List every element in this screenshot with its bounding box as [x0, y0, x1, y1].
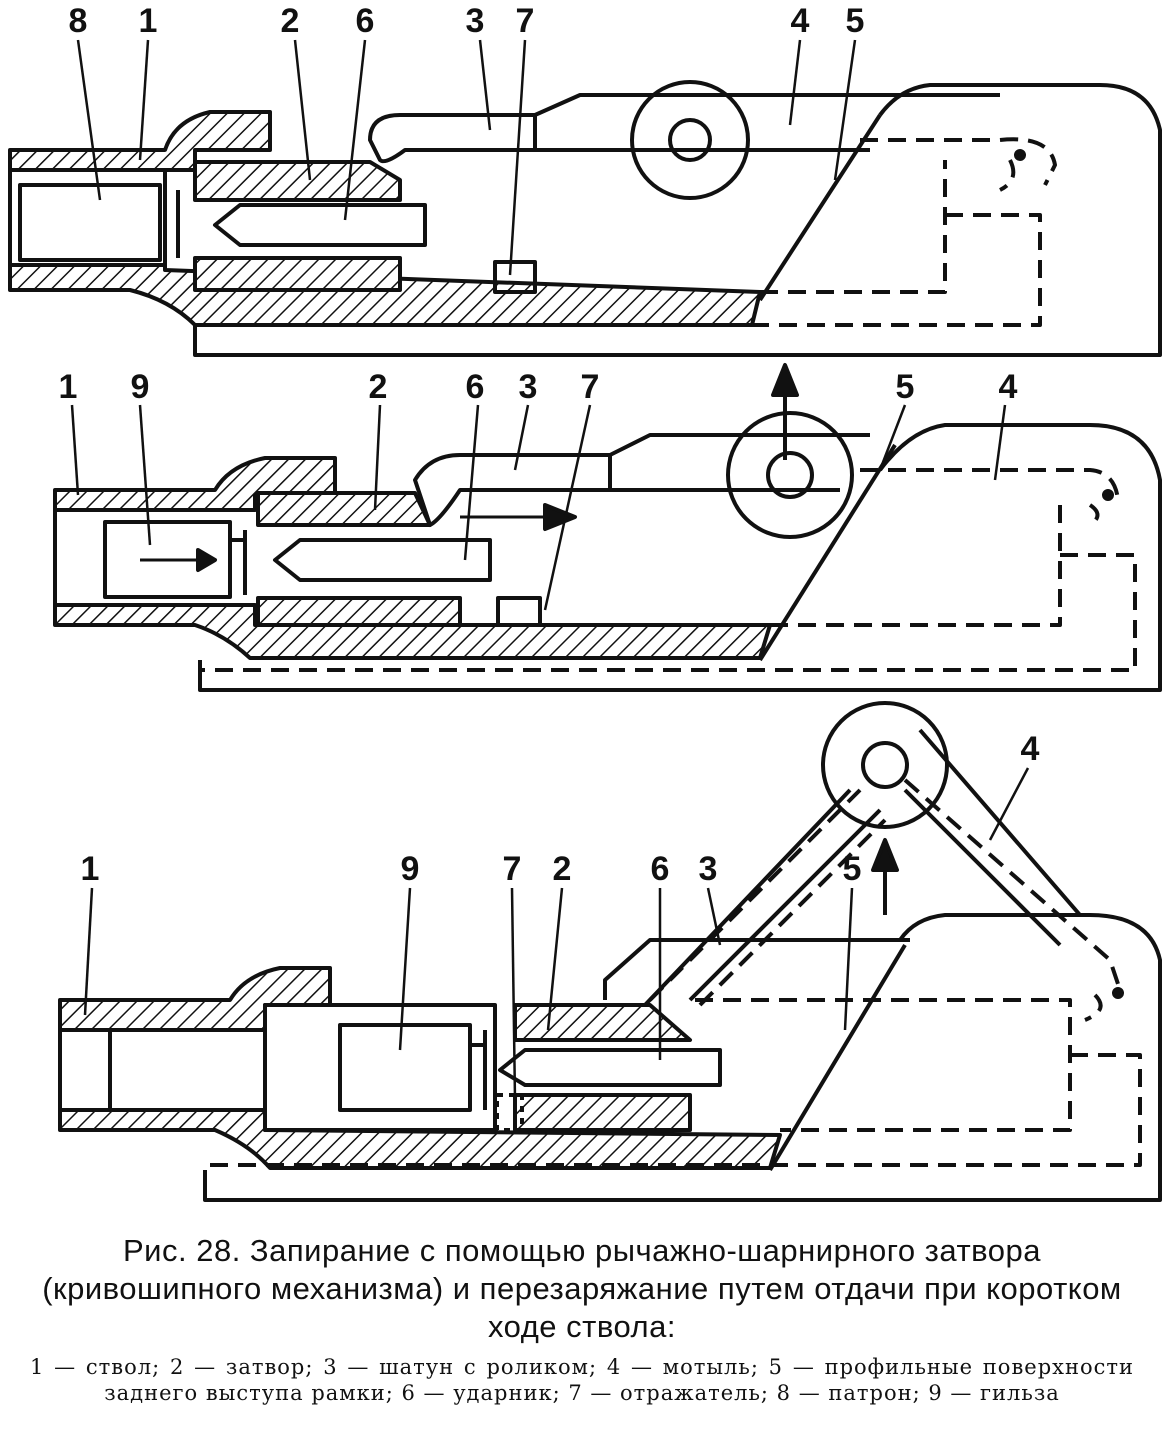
roller: [726, 411, 854, 539]
roller-axle: [861, 741, 909, 789]
profile-surface-5: [768, 943, 907, 1172]
barrel-lower-wall: [58, 1108, 782, 1170]
case-9: [103, 520, 232, 599]
label-mid-1: 1: [59, 368, 78, 406]
label-mid-2: 2: [369, 368, 388, 406]
receiver-body: [263, 1003, 497, 1132]
label-mid-3: 3: [519, 368, 538, 406]
firing-pin-6: [273, 538, 492, 582]
label-top-1: 1: [139, 2, 158, 40]
label-bot-5: 5: [843, 850, 862, 888]
label-top-6: 6: [356, 2, 375, 40]
firing-pin-6: [498, 1048, 722, 1087]
firing-pin-6: [213, 203, 427, 247]
frame-base: [198, 423, 1162, 692]
label-bot-4: 4: [1021, 730, 1040, 768]
label-top-2: 2: [281, 2, 300, 40]
roller: [630, 80, 750, 200]
connecting-rod-3: [643, 788, 882, 1007]
label-bot-3: 3: [699, 850, 718, 888]
label-top-5: 5: [846, 2, 865, 40]
barrel-upper-wall: [53, 456, 337, 512]
crank-4-dashed: [860, 468, 1120, 501]
label-top-4: 4: [791, 2, 810, 40]
caption-title: Рис. 28. Запирание с помощью рычажно-шар…: [42, 1233, 1122, 1344]
connecting-rod-3: [413, 453, 612, 527]
frame-base: [203, 913, 1162, 1202]
mechanism-diagram: 8 1 2 6 3 7 4 5 1 9 2 6 3 7 5 4: [8, 2, 1162, 1202]
roller-axle: [668, 118, 712, 162]
label-mid-5: 5: [896, 368, 915, 406]
label-top-3: 3: [466, 2, 485, 40]
label-bot-6: 6: [651, 850, 670, 888]
profile-surface-5: [758, 443, 897, 662]
label-top-8: 8: [69, 2, 88, 40]
caption-legend: 1 — ствол; 2 — затвор; 3 — шатун с ролик…: [30, 1355, 1134, 1405]
crank-4-dashed: [860, 137, 1057, 186]
label-mid-9: 9: [131, 368, 150, 406]
bolt-2: [513, 1003, 692, 1042]
barrel-upper-wall: [8, 110, 272, 172]
label-bot-1: 1: [81, 850, 100, 888]
ejector-7: [496, 596, 542, 627]
case-9: [338, 1023, 472, 1112]
label-bot-7: 7: [503, 850, 522, 888]
roller-axle: [766, 451, 814, 499]
label-mid-6: 6: [466, 368, 485, 406]
view-middle: [53, 363, 1162, 692]
bolt-2: [256, 491, 432, 527]
label-mid-4: 4: [999, 368, 1018, 406]
bolt-2: [193, 160, 402, 202]
label-bot-9: 9: [401, 850, 420, 888]
cartridge-8: [18, 183, 162, 262]
roller: [821, 701, 949, 829]
label-mid-7: 7: [581, 368, 600, 406]
ejector-7: [493, 260, 537, 294]
view-bottom: [58, 701, 1162, 1202]
label-bot-2: 2: [553, 850, 572, 888]
barrel-upper-wall: [58, 966, 332, 1032]
ejector-7: [495, 1093, 524, 1132]
connecting-rod-3: [368, 113, 537, 164]
profile-surface-5: [758, 113, 882, 302]
label-top-7: 7: [516, 2, 535, 40]
figure-caption: Рис. 28. Запирание с помощью рычажно-шар…: [30, 1232, 1134, 1406]
view-top: [8, 80, 1162, 357]
